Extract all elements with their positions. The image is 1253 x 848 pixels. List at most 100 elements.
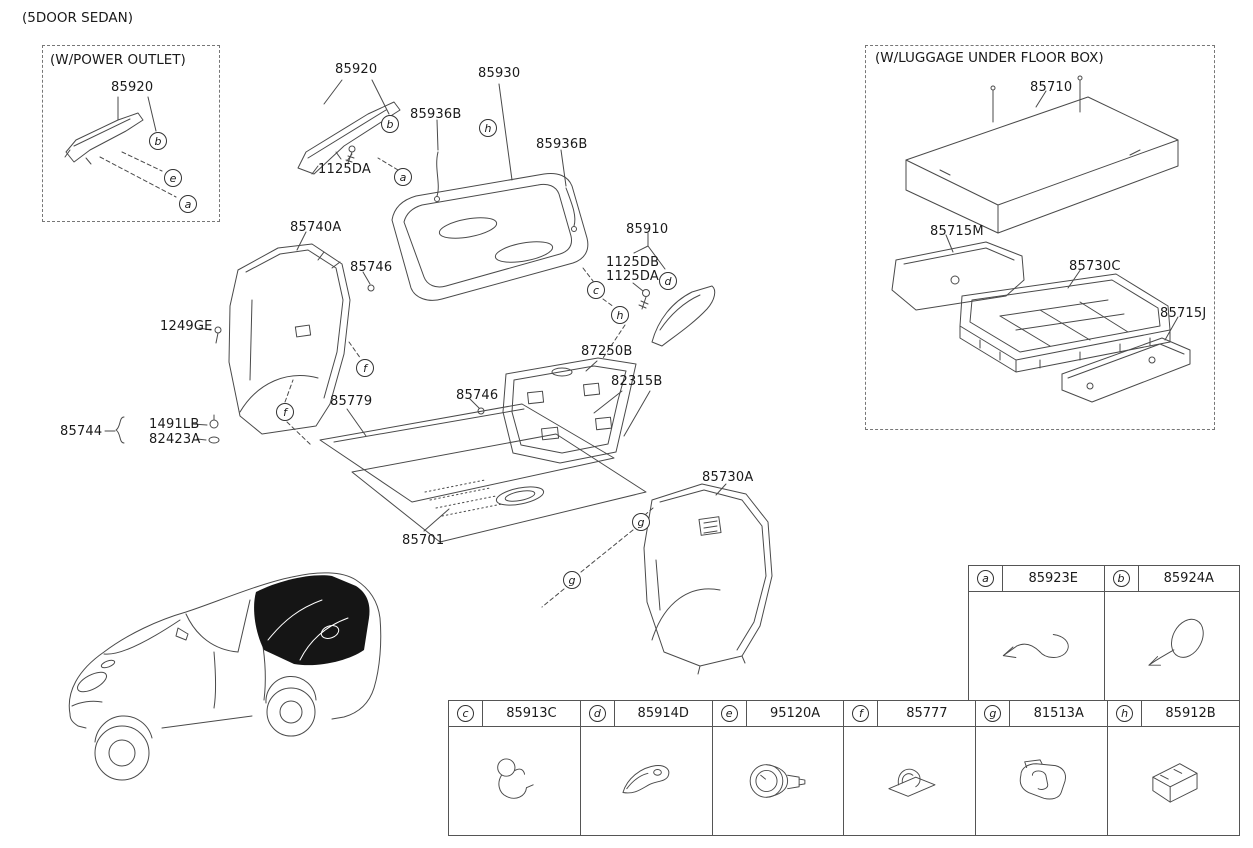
legend-header: h 85912B <box>1108 701 1239 727</box>
part-label-1491lb[interactable]: 1491LB <box>149 417 200 432</box>
legend-cell-c[interactable]: c 85913C <box>449 701 580 835</box>
luggage-inset-box <box>865 45 1215 430</box>
floor-board-85701-drawing <box>351 433 647 543</box>
callout-letter: a <box>977 570 994 587</box>
part-number: 81513A <box>1033 706 1084 721</box>
part-label-85740a[interactable]: 85740A <box>290 220 342 235</box>
page-title: (5DOOR SEDAN) <box>22 10 134 26</box>
part-number: 85924A <box>1163 571 1214 586</box>
callout-letter: d <box>588 705 606 722</box>
hook-clip-icon <box>449 727 580 835</box>
callout-f-lower[interactable]: f <box>276 403 294 421</box>
assembly-dashed-lines <box>99 151 654 608</box>
part-label-85746-lower[interactable]: 85746 <box>456 388 499 403</box>
part-label-85715m[interactable]: 85715M <box>930 224 984 239</box>
legend-table-top: a 85923E b 85924A <box>968 565 1240 701</box>
legend-cell-d[interactable]: d 85914D <box>579 701 712 835</box>
part-label-85920-inset[interactable]: 85920 <box>111 80 154 95</box>
part-label-85746-upper[interactable]: 85746 <box>350 260 393 275</box>
callout-letter: b <box>1112 570 1130 587</box>
legend-cell-g[interactable]: g 81513A <box>975 701 1108 835</box>
letter-box: d <box>581 701 615 726</box>
callout-letter: f <box>852 705 870 722</box>
callout-h-mid[interactable]: h <box>611 306 629 324</box>
curved-clip-icon <box>581 727 712 835</box>
callout-a[interactable]: a <box>394 168 412 186</box>
part-label-85730a[interactable]: 85730A <box>702 470 754 485</box>
letter-box: f <box>844 701 879 726</box>
letter-box: e <box>713 701 747 726</box>
covered-hook-icon <box>976 727 1107 835</box>
letter-box: g <box>976 701 1011 726</box>
part-label-82315b[interactable]: 82315B <box>611 374 663 389</box>
part-label-85730c[interactable]: 85730C <box>1069 259 1121 274</box>
part-number: 85914D <box>637 706 689 721</box>
legend-cell-f[interactable]: f 85777 <box>843 701 976 835</box>
part-label-1125da-2[interactable]: 1125DA <box>606 269 659 284</box>
part-label-1125da[interactable]: 1125DA <box>318 162 371 177</box>
luggage-hook-icon <box>844 727 975 835</box>
part-number: 85923E <box>1028 571 1079 586</box>
luggage-inset-title: (W/LUGGAGE UNDER FLOOR BOX) <box>875 50 1104 66</box>
part-label-1249ge[interactable]: 1249GE <box>160 319 213 334</box>
legend-header: d 85914D <box>580 701 712 727</box>
power-outlet-bracket-drawing <box>64 96 157 165</box>
callout-g-lower[interactable]: g <box>563 571 581 589</box>
part-label-85920[interactable]: 85920 <box>335 62 378 77</box>
leader-lines <box>104 79 1179 532</box>
callout-e-inset[interactable]: e <box>164 169 182 187</box>
part-label-85936b-left[interactable]: 85936B <box>410 107 462 122</box>
disc-fastener-arrow-icon <box>1105 592 1240 700</box>
legend-cell-a[interactable]: a 85923E <box>969 566 1104 700</box>
part-label-87250b[interactable]: 87250B <box>581 344 633 359</box>
letter-box: h <box>1108 701 1143 726</box>
part-label-85715j[interactable]: 85715J <box>1160 306 1207 321</box>
letter-box: b <box>1105 566 1139 591</box>
power-outlet-inset-title: (W/POWER OUTLET) <box>50 52 186 68</box>
power-outlet-socket-icon <box>713 727 844 835</box>
legend-cell-b[interactable]: b 85924A <box>1103 566 1240 700</box>
part-number: 85777 <box>906 706 948 721</box>
letter-box: a <box>969 566 1003 591</box>
callout-letter: e <box>720 705 738 722</box>
part-label-85701[interactable]: 85701 <box>402 533 445 548</box>
part-label-82423a[interactable]: 82423A <box>149 432 201 447</box>
trim-85910-drawing <box>638 285 716 347</box>
legend-header: g 81513A <box>976 701 1108 727</box>
part-label-85930[interactable]: 85930 <box>478 66 521 81</box>
callout-h-top[interactable]: h <box>479 119 497 137</box>
part-number: 95120A <box>769 706 821 721</box>
letter-box: c <box>449 701 483 726</box>
fasteners-85744-drawing <box>115 414 220 444</box>
legend-header: c 85913C <box>449 701 580 727</box>
part-number: 85913C <box>506 706 557 721</box>
luggage-inset-drawings <box>891 75 1191 403</box>
callout-g-upper[interactable]: g <box>632 513 650 531</box>
callout-b-inset[interactable]: b <box>149 132 167 150</box>
part-label-85936b-right[interactable]: 85936B <box>536 137 588 152</box>
callout-c[interactable]: c <box>587 281 605 299</box>
vehicle-illustration <box>68 572 382 781</box>
part-label-85744[interactable]: 85744 <box>60 424 103 439</box>
callout-a-inset[interactable]: a <box>179 195 197 213</box>
callout-letter: c <box>457 705 474 722</box>
package-tray-85930-drawing <box>391 151 589 301</box>
part-label-85779[interactable]: 85779 <box>330 394 373 409</box>
part-label-1125db[interactable]: 1125DB <box>606 255 660 270</box>
trim-clip-arrow-icon <box>969 592 1104 700</box>
callout-f-upper[interactable]: f <box>356 359 374 377</box>
callout-d[interactable]: d <box>659 272 677 290</box>
callout-b[interactable]: b <box>381 115 399 133</box>
side-trim-85740a-drawing <box>214 243 375 435</box>
legend-cell-e[interactable]: e 95120A <box>711 701 844 835</box>
callout-letter: h <box>1116 705 1134 722</box>
legend-header: f 85777 <box>844 701 976 727</box>
part-label-85910[interactable]: 85910 <box>626 222 669 237</box>
legend-header: b 85924A <box>1104 566 1239 592</box>
side-trim-85730a-drawing <box>643 483 773 675</box>
legend-cell-h[interactable]: h 85912B <box>1107 701 1239 835</box>
legend-table-bottom: c 85913C d 85914D <box>448 700 1240 836</box>
legend-header: e 95120A <box>712 701 844 727</box>
part-label-85710[interactable]: 85710 <box>1030 80 1073 95</box>
